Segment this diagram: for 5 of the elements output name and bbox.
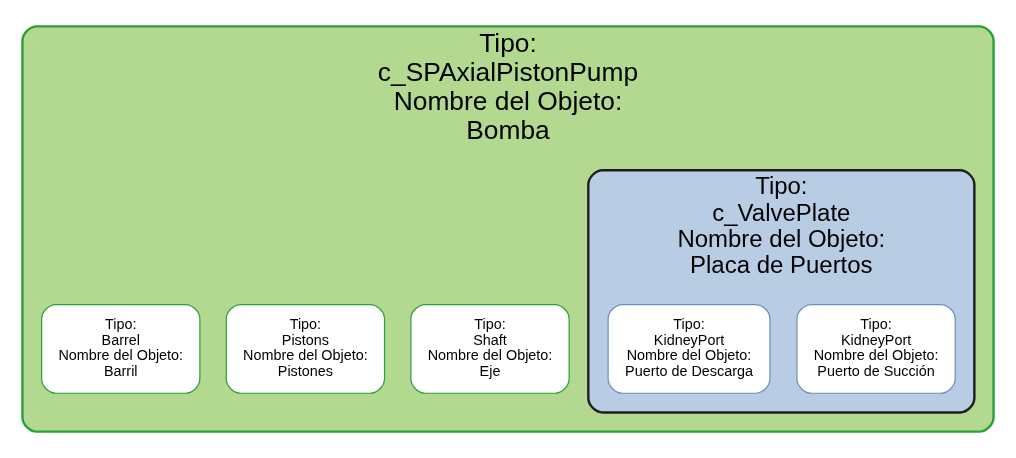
node-box: Tipo: KidneyPort Nombre del Objeto: Puerto de Descarga — [607, 303, 771, 394]
node-box: Tipo: Shaft Nombre del Objeto: Eje — [410, 303, 570, 394]
node-box: Tipo: Barrel Nombre del Objeto: Barril — [41, 303, 201, 394]
node-box: Tipo: KidneyPort Nombre del Objeto: Puerto de Succión — [796, 303, 956, 394]
node-box: Tipo: Pistons Nombre del Objeto: Pistones — [225, 303, 386, 394]
